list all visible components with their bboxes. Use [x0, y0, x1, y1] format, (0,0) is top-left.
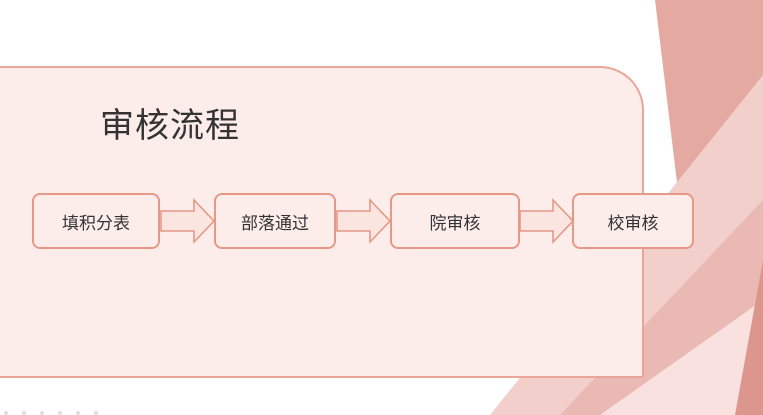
decor-pale-wedge [600, 300, 763, 415]
flow-arrow-icon [519, 198, 575, 244]
decor-dots [3, 410, 99, 415]
flow-arrow-icon [160, 198, 216, 244]
flow-step-3: 院审核 [390, 193, 520, 249]
page-title: 审核流程 [100, 106, 240, 146]
flow-step-4: 校审核 [572, 193, 694, 249]
flow-step-2: 部落通过 [214, 193, 336, 249]
flow-step-1: 填积分表 [32, 193, 160, 249]
flow-arrow-icon [336, 198, 392, 244]
decor-dark-right-strip [735, 260, 763, 415]
